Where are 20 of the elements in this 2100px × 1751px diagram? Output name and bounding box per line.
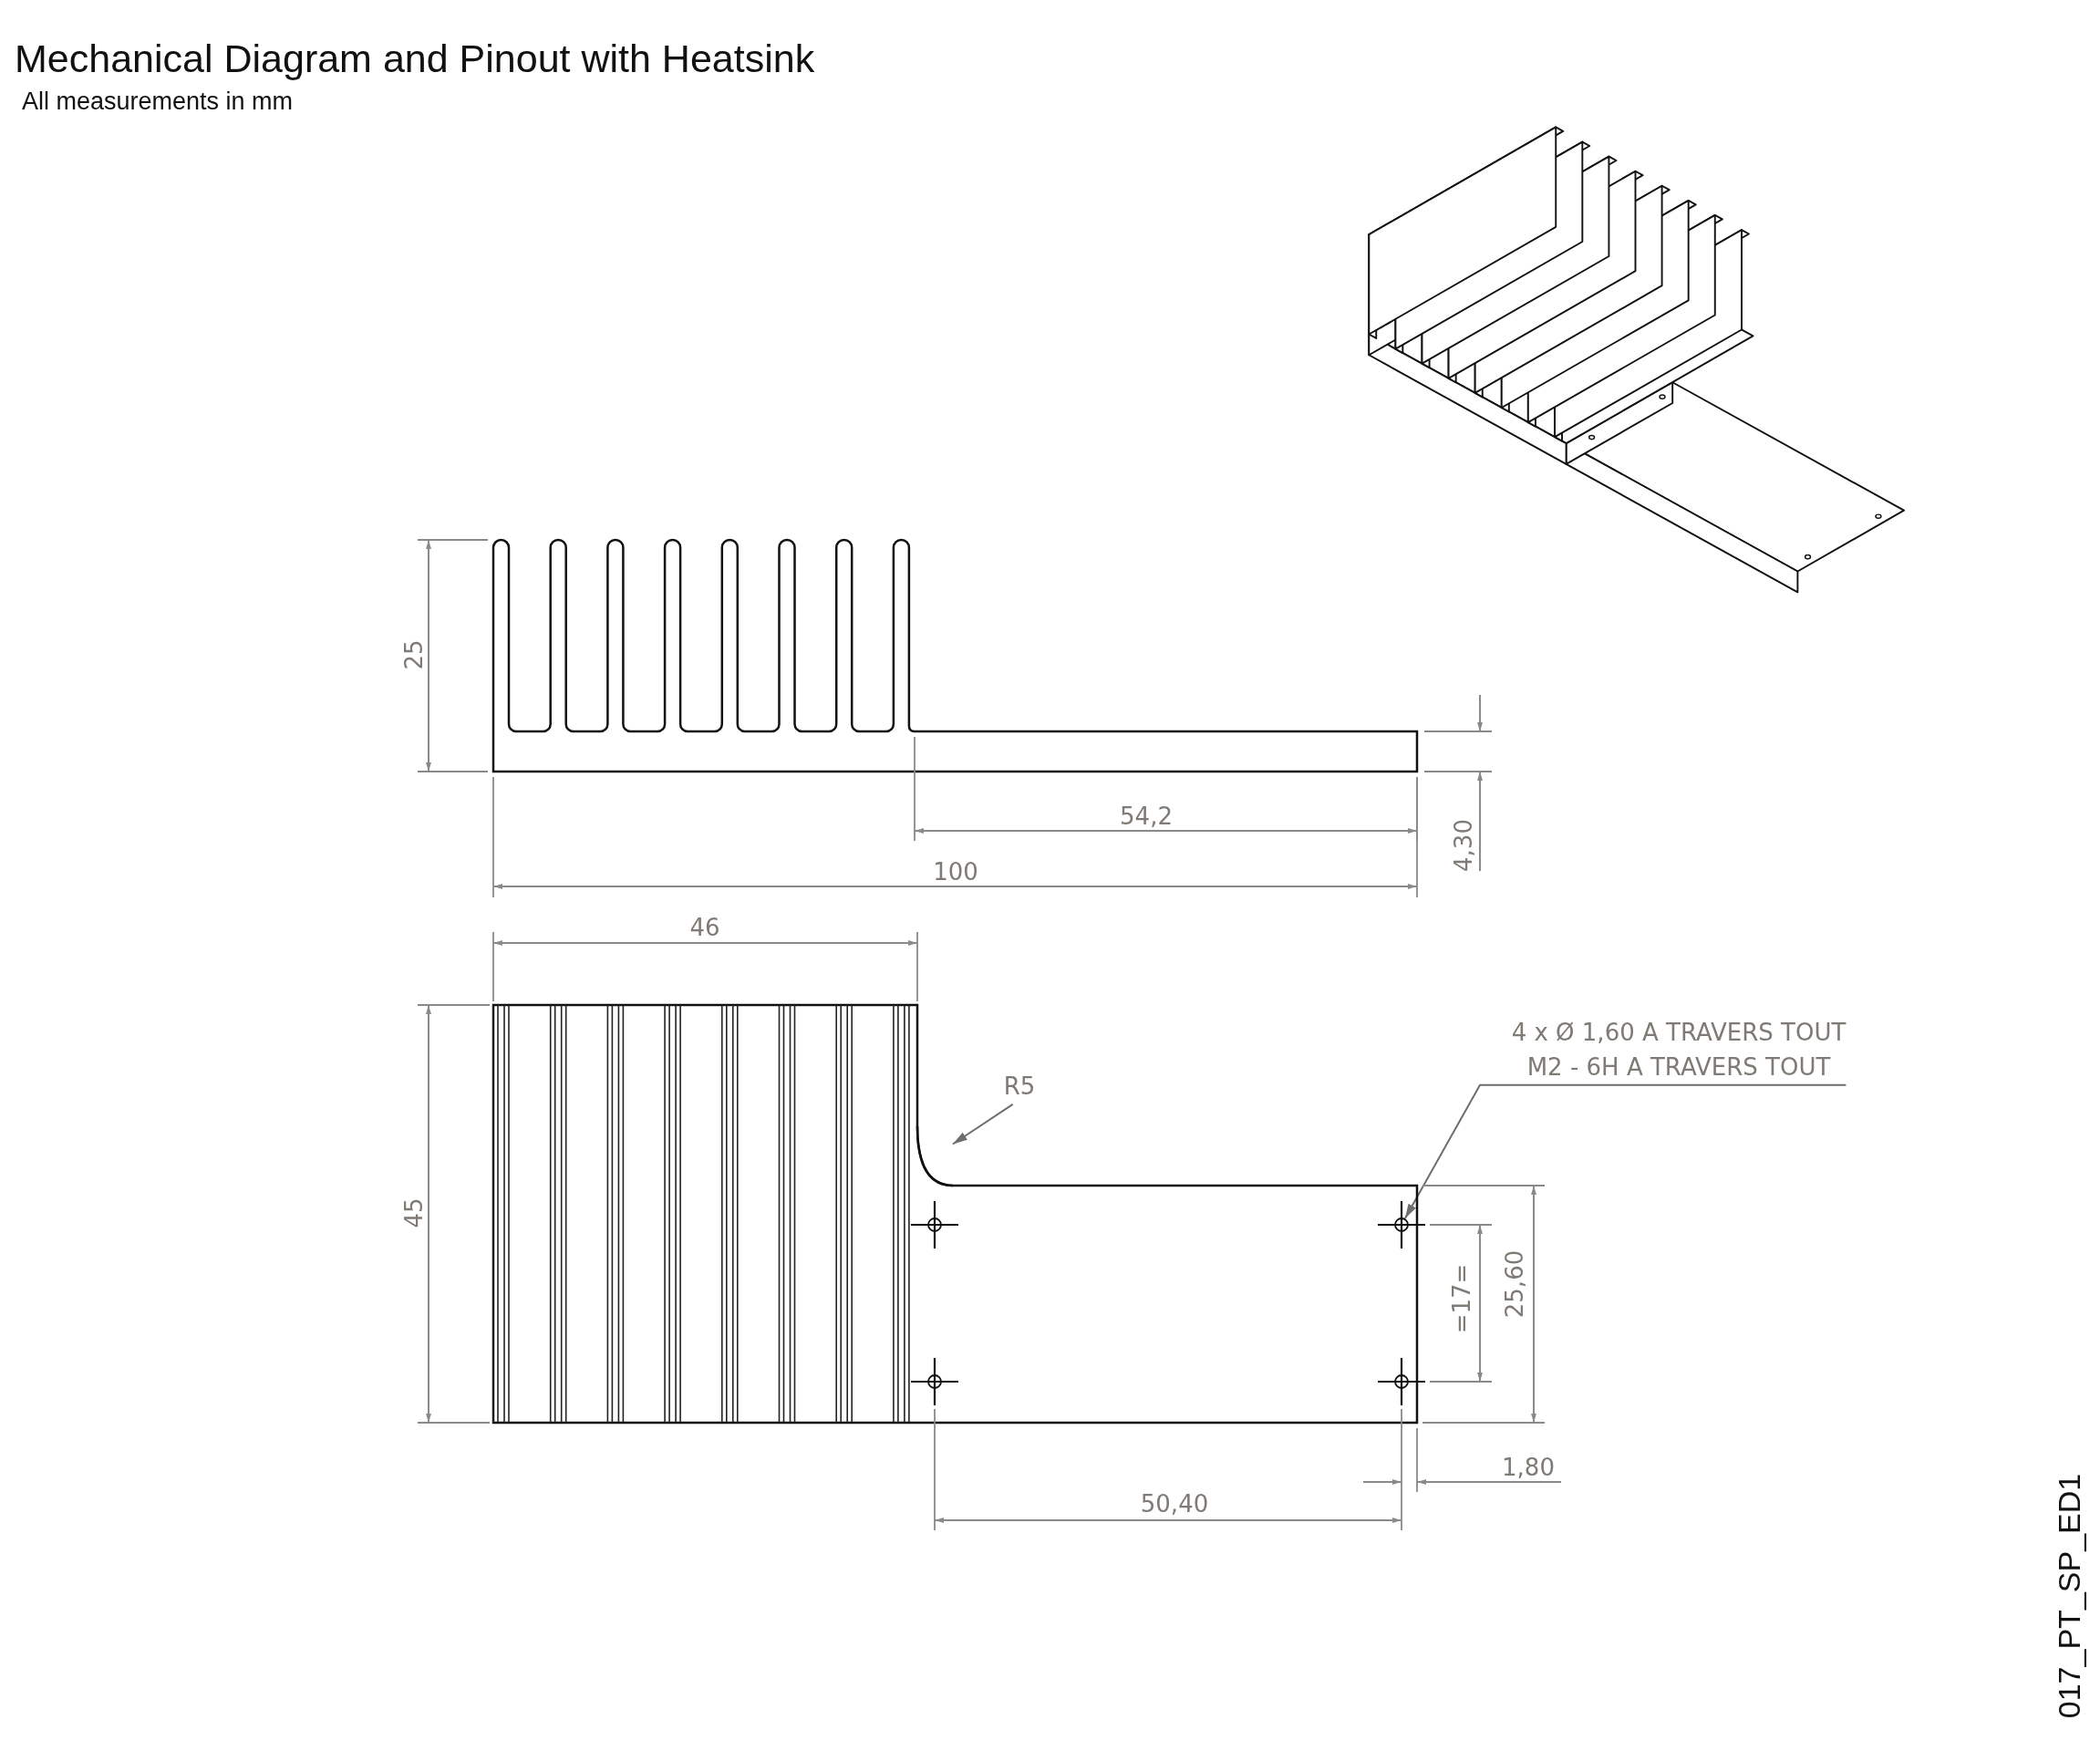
callout-text: M2 - 6H A TRAVERS TOUT: [1526, 1052, 1832, 1083]
note-text: All measurements in mm: [22, 88, 294, 117]
dimension-text: 25: [401, 639, 429, 670]
dimension-text: 4,30: [1451, 819, 1478, 872]
drawing-code: 017_PT_SP_ED1: [2052, 1473, 2088, 1719]
callout-text: 4 x Ø 1,60 A TRAVERS TOUT: [1511, 1018, 1847, 1049]
dimension-text: 25,60: [1502, 1249, 1529, 1319]
dimension-text: 100: [933, 859, 978, 886]
fillet-arc: [916, 1125, 954, 1187]
dimension-text: 1,80: [1502, 1455, 1555, 1482]
title: Mechanical Diagram and Pinout with Heatsink: [15, 36, 815, 82]
mounting-hole: [1394, 1217, 1409, 1232]
dimension-text: 46: [689, 915, 720, 942]
leader-line: [952, 1103, 1014, 1145]
dimension-text: 50,40: [1140, 1491, 1209, 1518]
leader-line: [1403, 1083, 1847, 1219]
callout-text: R5: [1003, 1070, 1036, 1104]
dimension-text: 54,2: [1120, 803, 1173, 831]
dimension-text: 45: [401, 1197, 429, 1228]
dimension-text: =17=: [1449, 1263, 1476, 1334]
